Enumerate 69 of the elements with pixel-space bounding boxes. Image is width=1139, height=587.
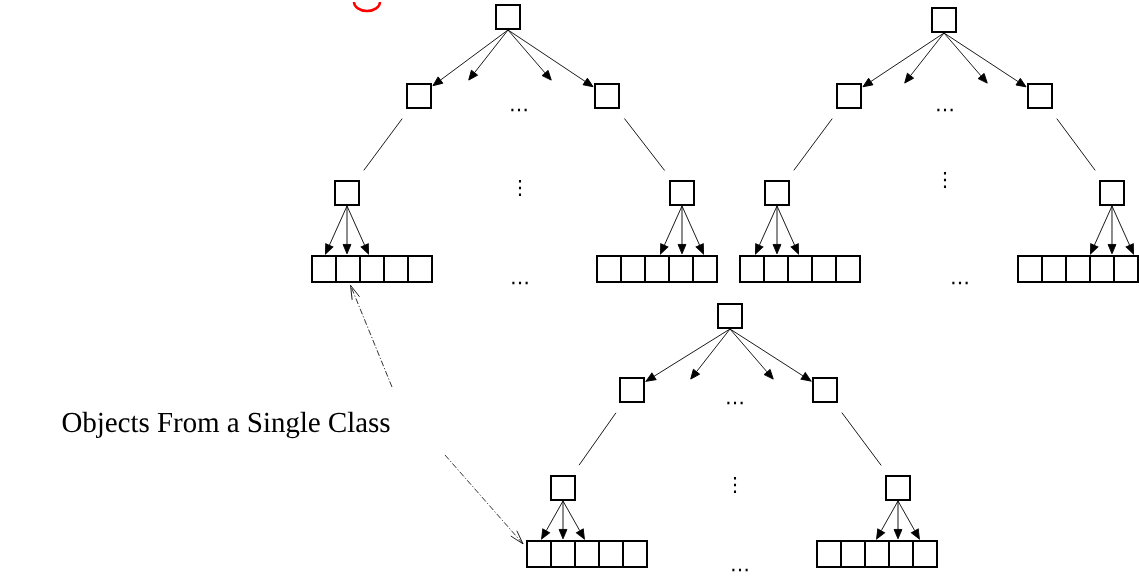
square-node <box>669 180 695 206</box>
array-drawing <box>739 255 861 283</box>
array-drawing <box>596 255 718 283</box>
square-node <box>1027 83 1053 109</box>
arrow <box>897 500 920 540</box>
arrow <box>677 205 687 255</box>
array-drawing <box>1017 255 1139 283</box>
ellipsis: … <box>732 568 748 572</box>
leader-line <box>444 454 524 545</box>
class-label: Objects From a Single Class <box>62 411 390 439</box>
connector-line <box>578 412 617 466</box>
ellipsis: ⋮ <box>733 476 737 494</box>
arrow <box>468 29 509 81</box>
square-node <box>764 180 790 206</box>
square-node <box>495 4 521 30</box>
arrow <box>342 205 352 255</box>
arrow <box>507 29 594 88</box>
arrow <box>645 328 731 382</box>
arrow <box>729 328 774 380</box>
arrow <box>681 205 704 255</box>
arrow <box>893 500 903 540</box>
square-node <box>594 83 620 109</box>
arrow <box>541 500 564 540</box>
square-node <box>406 83 432 109</box>
connector-line <box>1056 118 1096 171</box>
arrow <box>776 205 799 255</box>
square-node <box>717 303 743 329</box>
square-node <box>550 475 576 501</box>
arrow <box>562 500 585 540</box>
arrow <box>943 32 1027 88</box>
arrow <box>325 205 348 255</box>
arrow <box>558 500 568 540</box>
arrow <box>904 32 945 84</box>
square-node <box>334 180 360 206</box>
square-node <box>885 475 911 501</box>
arrow <box>1090 205 1113 255</box>
arrow <box>729 328 812 382</box>
ellipsis: ⋮ <box>518 179 522 197</box>
square-node <box>931 7 957 33</box>
arrow <box>876 500 899 540</box>
arrow <box>507 29 552 81</box>
ellipsis: … <box>937 108 953 112</box>
square-node <box>812 377 838 403</box>
arrow <box>660 205 683 255</box>
arrow <box>690 328 731 380</box>
array-drawing <box>311 255 433 283</box>
arrow <box>1107 205 1117 255</box>
array-drawing <box>526 540 648 568</box>
arrow <box>755 205 778 255</box>
connector-line <box>793 118 833 171</box>
arrow <box>772 205 782 255</box>
arrow <box>346 205 369 255</box>
ellipsis: ⋮ <box>943 171 946 189</box>
square-node <box>836 83 862 109</box>
arrow <box>862 32 945 88</box>
arrow <box>943 32 988 84</box>
arrow <box>432 29 509 87</box>
ellipsis: … <box>512 281 528 285</box>
ellipsis: … <box>727 401 743 405</box>
arrow <box>1111 205 1134 255</box>
square-node <box>1099 180 1125 206</box>
connector-line <box>841 412 882 466</box>
connector-line <box>363 118 403 171</box>
leader-line <box>350 284 393 388</box>
ellipsis: … <box>952 281 968 285</box>
square-node <box>619 377 645 403</box>
array-drawing <box>816 540 938 568</box>
ellipsis: … <box>511 108 527 112</box>
connector-line <box>623 118 666 171</box>
